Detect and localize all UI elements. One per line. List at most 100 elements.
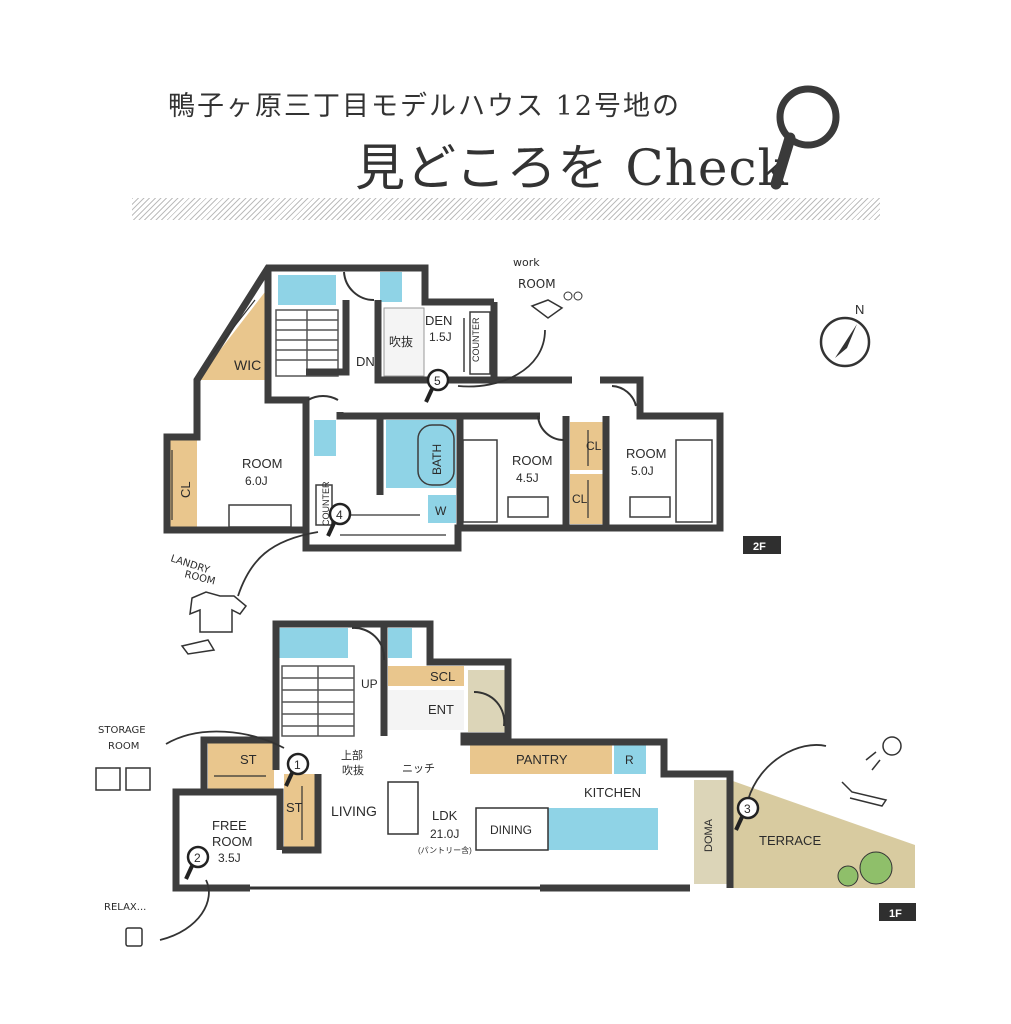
deck-chair-icon — [841, 736, 902, 807]
arrow-5 — [457, 329, 546, 388]
label-cl-west: CL — [178, 481, 193, 498]
sink-2f — [380, 272, 402, 302]
marker-3-label: 3 — [744, 802, 751, 816]
header-title: 見どころを Check — [355, 139, 789, 197]
scl-fill — [388, 666, 464, 686]
marker-1-label: 1 — [294, 758, 301, 772]
marker-5[interactable]: 5 — [424, 368, 450, 403]
arrow-1 — [165, 730, 285, 749]
marker-2-label: 2 — [194, 851, 201, 865]
cl-top-closet — [570, 422, 608, 470]
badge-1f-label: 1F — [889, 908, 902, 920]
label-room-east: ROOM — [626, 446, 666, 461]
compass-icon: N — [819, 302, 871, 368]
sink-1f — [388, 628, 412, 658]
callout-laundry-2: ROOM — [183, 569, 216, 587]
label-terrace: TERRACE — [759, 833, 821, 848]
living-table — [387, 781, 419, 835]
fridge-fill — [614, 744, 646, 774]
fukinuke-2f — [383, 307, 425, 377]
relax-callout: RELAX... — [104, 879, 210, 947]
storage-box-icon — [95, 767, 151, 791]
callout-work-1: work — [513, 256, 540, 269]
marker-4[interactable]: 4 — [326, 502, 352, 537]
label-doma: DOMA — [703, 818, 715, 852]
hanger-marks-1f — [214, 775, 303, 840]
badge-1f — [879, 903, 916, 921]
book-icon — [530, 291, 583, 319]
magnifier-icon — [770, 85, 840, 190]
work-room-callout: work ROOM — [457, 256, 583, 388]
label-free-room-size: 3.5J — [218, 851, 241, 865]
label-st-top: ST — [240, 752, 257, 767]
label-den-counter: COUNTER — [471, 317, 481, 362]
wash-basin-2f — [314, 420, 336, 456]
compass-label: N — [855, 302, 864, 317]
label-st-mid: ST — [286, 800, 303, 815]
label-r: R — [625, 753, 634, 767]
washer-fill — [428, 495, 456, 523]
stairs-1f — [281, 665, 355, 737]
floor-2-plan: WIC DN 吹抜 DEN 1.5J COUNTER ROOM 6.0J CL … — [163, 264, 781, 554]
dining-table — [475, 807, 549, 851]
plant-icon — [837, 851, 893, 887]
label-kitchen: KITCHEN — [584, 785, 641, 800]
st-top-fill — [208, 740, 274, 790]
kitchen-counter — [548, 808, 658, 850]
label-up: UP — [361, 677, 378, 691]
label-counter: COUNTER — [321, 481, 331, 526]
doma-fill — [694, 780, 730, 884]
label-dn: DN — [356, 354, 375, 369]
marker-2[interactable]: 2 — [184, 845, 210, 880]
stairs-2f — [275, 309, 339, 377]
hanger-marks — [171, 299, 589, 536]
label-room-west-size: 6.0J — [245, 474, 268, 488]
label-dining: DINING — [490, 823, 532, 837]
label-fukinuke-1: 上部 — [341, 748, 363, 762]
label-room-east-size: 5.0J — [631, 464, 654, 478]
shirt-icon — [180, 591, 248, 655]
label-wic: WIC — [234, 357, 261, 373]
label-cl-bottom: CL — [572, 492, 588, 506]
marker-1[interactable]: 1 — [284, 752, 310, 787]
header-divider — [132, 198, 880, 220]
toilet-1f — [278, 628, 348, 658]
st-mid-fill — [284, 774, 318, 848]
cup-icon — [125, 927, 143, 947]
label-ent: ENT — [428, 702, 454, 717]
label-den: DEN — [425, 313, 452, 328]
ent-floor — [388, 690, 464, 730]
pantry-fill — [470, 744, 612, 774]
label-fukinuke-2f: 吹抜 — [389, 335, 413, 349]
label-ldk: LDK — [432, 808, 458, 823]
label-ldk-size: 21.0J — [430, 827, 459, 841]
ent-fill — [468, 670, 508, 732]
arrow-4 — [237, 531, 319, 597]
marker-4-label: 4 — [336, 508, 343, 522]
label-room-mid-size: 4.5J — [516, 471, 539, 485]
marker-5-label: 5 — [434, 374, 441, 388]
callout-storage-1: STORAGE — [98, 725, 146, 736]
toilet-2f — [278, 275, 336, 305]
label-pantry: PANTRY — [516, 752, 568, 767]
label-fukinuke-2: 吹抜 — [342, 763, 364, 777]
label-free-room-1: FREE — [212, 818, 247, 833]
label-room-west: ROOM — [242, 456, 282, 471]
badge-2f — [743, 536, 781, 554]
label-den-size: 1.5J — [429, 330, 452, 344]
label-free-room-2: ROOM — [212, 834, 252, 849]
callout-work-2: ROOM — [518, 277, 556, 291]
label-living: LIVING — [331, 803, 377, 819]
header-subtitle: 鴨子ヶ原三丁目モデルハウス 12号地の — [168, 91, 681, 122]
label-bath: BATH — [430, 444, 444, 475]
marker-3[interactable]: 3 — [734, 796, 760, 831]
label-scl: SCL — [430, 669, 455, 684]
storage-callout: STORAGE ROOM — [95, 725, 285, 791]
cl-bottom-closet — [570, 474, 608, 524]
callout-relax: RELAX... — [104, 902, 146, 913]
label-w: W — [435, 504, 447, 518]
floor-1-plan: UP SCL ENT 上部 吹抜 ニッチ PANTRY R ST ST LIVI… — [172, 620, 916, 921]
callout-storage-2: ROOM — [108, 741, 139, 752]
label-room-mid: ROOM — [512, 453, 552, 468]
